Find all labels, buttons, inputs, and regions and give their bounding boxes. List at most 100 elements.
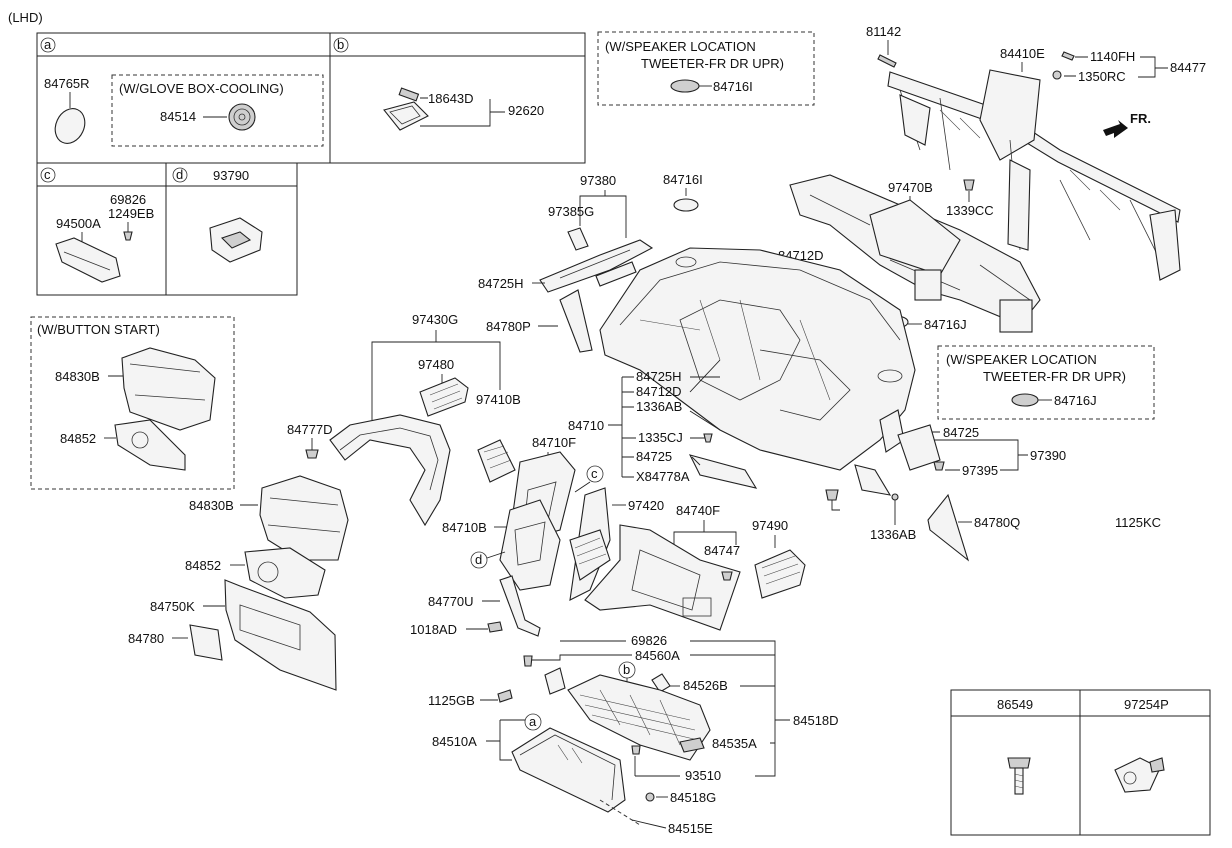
list-1335CJ: 1335CJ: [638, 430, 683, 445]
callout-b-circle: [333, 37, 349, 53]
lamp-part: [383, 101, 429, 131]
part-69826: 69826: [631, 633, 667, 648]
part-84830B: 84830B: [189, 498, 234, 513]
part-84515E: 84515E: [668, 821, 713, 836]
part-84518D: 84518D: [793, 713, 839, 728]
bulb-part: [398, 87, 420, 102]
duct-97470B: 97470B 1339CC: [789, 174, 1041, 333]
part-84830B-box: 84830B: [55, 369, 100, 384]
part-84852-box: 84852: [60, 431, 96, 446]
part-97430G: 97430G: [412, 312, 458, 327]
part-18643D: 18643D: [428, 91, 474, 106]
clip-97254P: [1114, 757, 1165, 793]
part-97395: 97395: [962, 463, 998, 478]
part-97420: 97420: [628, 498, 664, 513]
callout-a-circle: [40, 37, 56, 53]
callout-b-letter: b: [337, 37, 344, 52]
speaker-top-box: (W/SPEAKER LOCATION TWEETER-FR DR UPR) 8…: [597, 31, 815, 106]
cover-part: [54, 108, 86, 144]
part-84526B: 84526B: [683, 678, 728, 693]
part-69826-c: 69826: [110, 192, 146, 207]
main-crash-pad-84710: 84725H 84712D 1336AB 1335CJ 84725 X84778…: [568, 247, 916, 489]
side-cover-84780Q: [927, 493, 970, 562]
part-84716I: 84716I: [663, 172, 703, 187]
part-97254P: 97254P: [1124, 697, 1169, 712]
bolt-86549: [1007, 757, 1031, 795]
part-84710B: 84710B: [442, 520, 487, 535]
part-97380: 97380: [580, 173, 616, 188]
part-93510: 93510: [685, 768, 721, 783]
part-84725-right: 84725: [943, 425, 979, 440]
inset-box-ab: a b 84765R (W/GLOVE BOX-COOLING) 84514 1…: [36, 32, 586, 164]
speaker-right-box: (W/SPEAKER LOCATION TWEETER-FR DR UPR) 8…: [937, 345, 1155, 420]
part-84777D: 84777D: [287, 422, 333, 437]
part-81142: 81142: [866, 24, 901, 39]
part-97385G: 97385G: [548, 204, 594, 219]
part-97470B: 97470B: [888, 180, 933, 195]
callout-d-letter: d: [176, 167, 183, 182]
speaker-right-line2: TWEETER-FR DR UPR): [983, 369, 1126, 384]
list-1336AB: 1336AB: [636, 399, 682, 414]
cluster-fascia: 97430G 97480 97410B 84777D: [287, 312, 521, 527]
part-84740F: 84740F: [676, 503, 720, 518]
part-1249EB: 1249EB: [108, 206, 154, 221]
part-84535A: 84535A: [712, 736, 757, 751]
list-84725: 84725: [636, 449, 672, 464]
part-84716J-box: 84716J: [1054, 393, 1097, 408]
part-1018AD: 1018AD: [410, 622, 457, 637]
part-84725H-top: 84725H: [478, 276, 524, 291]
callout-d-main: d: [475, 552, 482, 567]
part-86549: 86549: [997, 697, 1033, 712]
front-arrow-icon: [1103, 120, 1128, 138]
part-84765R: 84765R: [44, 76, 90, 91]
variant-label: (LHD): [8, 10, 43, 25]
module-94500A: [55, 237, 121, 283]
part-84710: 84710: [568, 418, 604, 433]
lower-left-panel: 84830B 84852 84750K 84780: [128, 475, 349, 691]
callout-b-main: b: [623, 662, 630, 677]
speaker-top-line1: (W/SPEAKER LOCATION: [605, 39, 756, 54]
callout-c-main: c: [591, 466, 598, 481]
part-84514: 84514: [160, 109, 196, 124]
part-84518G: 84518G: [670, 790, 716, 805]
callout-a-letter: a: [44, 37, 52, 52]
tweeter-right-part: [1011, 393, 1039, 407]
front-arrow-label: FR.: [1130, 111, 1151, 126]
center-fascia: 84710F c 84710B d 97420 84770U 1018AD: [410, 435, 664, 637]
part-84780Q: 84780Q: [974, 515, 1020, 530]
part-84477: 84477: [1170, 60, 1206, 75]
part-84770U: 84770U: [428, 594, 474, 609]
part-94500A: 94500A: [56, 216, 101, 231]
part-84510A: 84510A: [432, 734, 477, 749]
part-84560A: 84560A: [635, 648, 680, 663]
cooling-grille-part: [228, 103, 256, 131]
part-84710F: 84710F: [532, 435, 576, 450]
part-84410E: 84410E: [1000, 46, 1045, 61]
inset-box-cd: c d 93790 69826 1249EB 94500A: [36, 162, 298, 296]
callout-c-letter: c: [44, 167, 51, 182]
part-97480: 97480: [418, 357, 454, 372]
button-start-box: (W/BUTTON START) 84830B 84852: [30, 316, 235, 490]
lower-center-panel: 84740F 84747 97490: [584, 503, 806, 631]
part-97490: 97490: [752, 518, 788, 533]
right-side-bracket: 84725 97390 97395 1125KC 1336AB 84780Q: [825, 409, 1161, 562]
part-84716I-box: 84716I: [713, 79, 753, 94]
part-92620: 92620: [508, 103, 544, 118]
cowl-cross-bar: 81142 84410E 1140FH 84477 1350RC FR.: [866, 24, 1206, 281]
part-1125GB: 1125GB: [428, 693, 475, 708]
part-97390: 97390: [1030, 448, 1066, 463]
part-84747: 84747: [704, 543, 740, 558]
part-93790: 93790: [213, 168, 249, 183]
fastener-table: 86549 97254P: [950, 689, 1211, 836]
part-84716J: 84716J: [924, 317, 967, 332]
part-1350RC: 1350RC: [1078, 69, 1126, 84]
part-1140FH: 1140FH: [1090, 49, 1135, 64]
part-97410B: 97410B: [476, 392, 521, 407]
part-84852: 84852: [185, 558, 221, 573]
list-84725H: 84725H: [636, 369, 682, 384]
part-1125KC: 1125KC: [1115, 515, 1161, 530]
tweeter-part: [670, 79, 700, 93]
button-start-label: (W/BUTTON START): [37, 322, 160, 337]
speaker-right-line1: (W/SPEAKER LOCATION: [946, 352, 1097, 367]
